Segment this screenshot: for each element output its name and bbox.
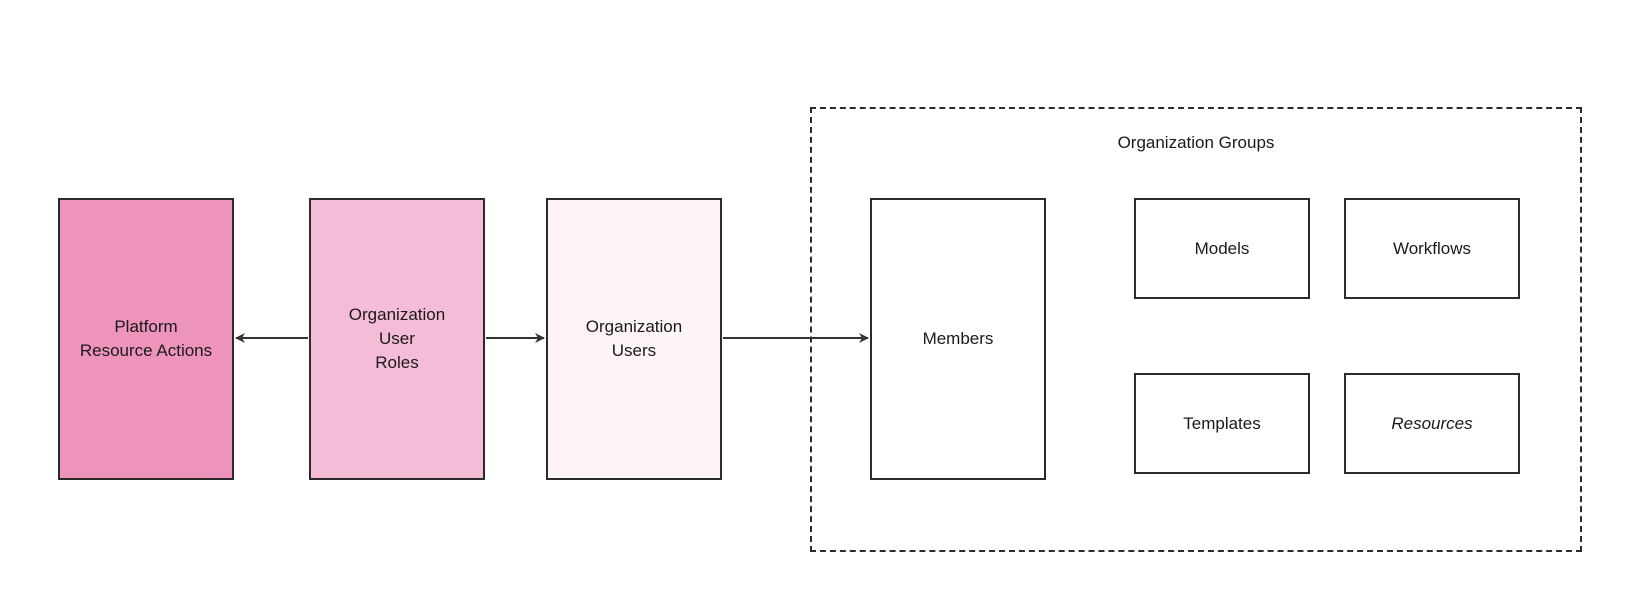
platform-resource-actions-node: Platform Resource Actions [58, 198, 234, 480]
organization-groups-title: Organization Groups [1117, 133, 1275, 152]
organization-user-roles-node: Organization User Roles [309, 198, 485, 480]
organization-groups-container: Organization Groups [810, 107, 1582, 552]
models-node: Models [1134, 198, 1310, 299]
workflows-node: Workflows [1344, 198, 1520, 299]
templates-node: Templates [1134, 373, 1310, 474]
organization-users-node: Organization Users [546, 198, 722, 480]
resources-node: Resources [1344, 373, 1520, 474]
members-node: Members [870, 198, 1046, 480]
